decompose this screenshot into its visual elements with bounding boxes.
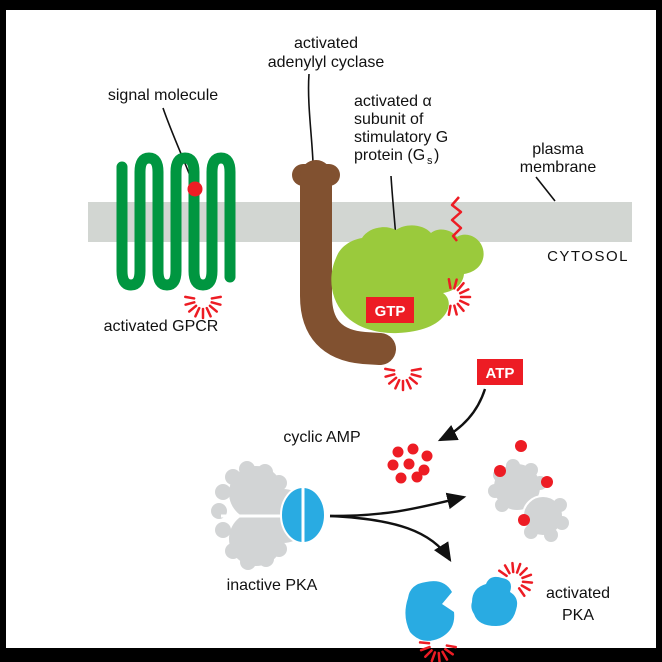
fork-arrows	[329, 492, 467, 563]
label-activated-pka-line2: PKA	[562, 607, 594, 624]
label-alpha-line4-subscript: s	[427, 155, 433, 167]
cyclic-amp-dots	[387, 443, 433, 484]
label-cyclic-amp: cyclic AMP	[283, 429, 360, 446]
gtp-box	[366, 297, 414, 323]
inactive-pka-complex	[211, 461, 326, 570]
pointer-adenylyl-cyclase	[307, 73, 314, 164]
atp-box	[477, 359, 523, 385]
atp-badge: ATP	[477, 359, 523, 385]
label-alpha-line2: subunit of	[354, 111, 424, 128]
gpcr-receptor	[116, 152, 236, 291]
gtp-badge: GTP	[366, 297, 414, 323]
label-activated-pka-line1: activated	[546, 585, 610, 602]
label-alpha-line1: activated α	[354, 93, 432, 110]
label-cytosol: CYTOSOL	[547, 248, 629, 265]
atp-label: ATP	[486, 365, 515, 382]
bound-camp-dots	[494, 440, 553, 526]
label-alpha-line3: stimulatory G	[354, 129, 448, 146]
label-membrane: membrane	[520, 159, 597, 176]
label-alpha-line4-suffix: )	[434, 147, 439, 164]
signal-molecule-dot	[187, 181, 203, 197]
arrow-atp-to-camp	[437, 388, 487, 442]
label-inactive-pka: inactive PKA	[227, 577, 318, 594]
pointer-plasma-membrane	[535, 176, 556, 202]
activated-pka-left	[405, 581, 455, 641]
arrow-to-catalytic	[329, 514, 452, 563]
label-adenylyl-line1: activated	[294, 35, 358, 52]
regulatory-subunits-camp-bound	[488, 440, 569, 542]
activated-pka-subunits	[405, 576, 518, 641]
gtp-label: GTP	[375, 303, 406, 320]
label-alpha-line4-prefix: protein (G	[354, 147, 425, 164]
label-activated-gpcr: activated GPCR	[104, 318, 219, 335]
regulatory-lobes	[488, 459, 569, 542]
label-plasma: plasma	[532, 141, 584, 158]
adenylyl-cyclase-body	[300, 160, 396, 365]
lipid-anchor-zigzag	[450, 196, 463, 242]
activated-pka-right	[471, 576, 518, 626]
arrow-to-regulatory	[329, 492, 467, 518]
label-adenylyl-line2: adenylyl cyclase	[268, 54, 385, 71]
plasma-membrane-band	[88, 202, 632, 242]
label-signal-molecule: signal molecule	[108, 87, 218, 104]
